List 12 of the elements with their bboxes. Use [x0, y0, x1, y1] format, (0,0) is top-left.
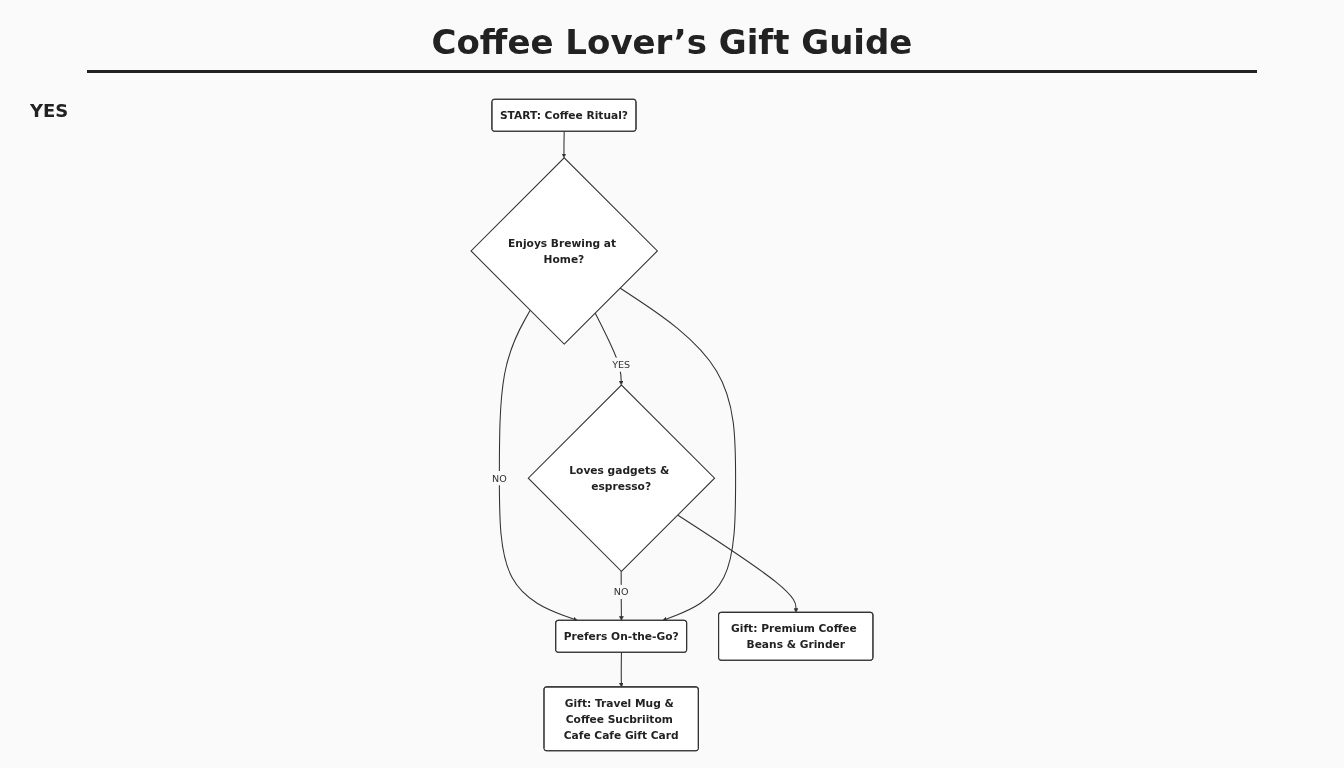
edge-label: YES: [612, 359, 631, 371]
arrow: [594, 312, 624, 386]
edge-label: NO: [492, 472, 507, 484]
node-diamond: Enjoys Brewing at Home?: [470, 157, 659, 345]
arrow: [619, 652, 624, 688]
arrow: [498, 309, 578, 622]
arrow: [677, 514, 799, 613]
arrow: [561, 130, 567, 158]
edge-label: NO: [613, 586, 629, 598]
title: Coffee Lover’s Gift Guide: [87, 22, 1257, 73]
node-diamond: Loves gadgets & espresso?: [527, 384, 716, 573]
note-label: YES: [30, 100, 69, 121]
